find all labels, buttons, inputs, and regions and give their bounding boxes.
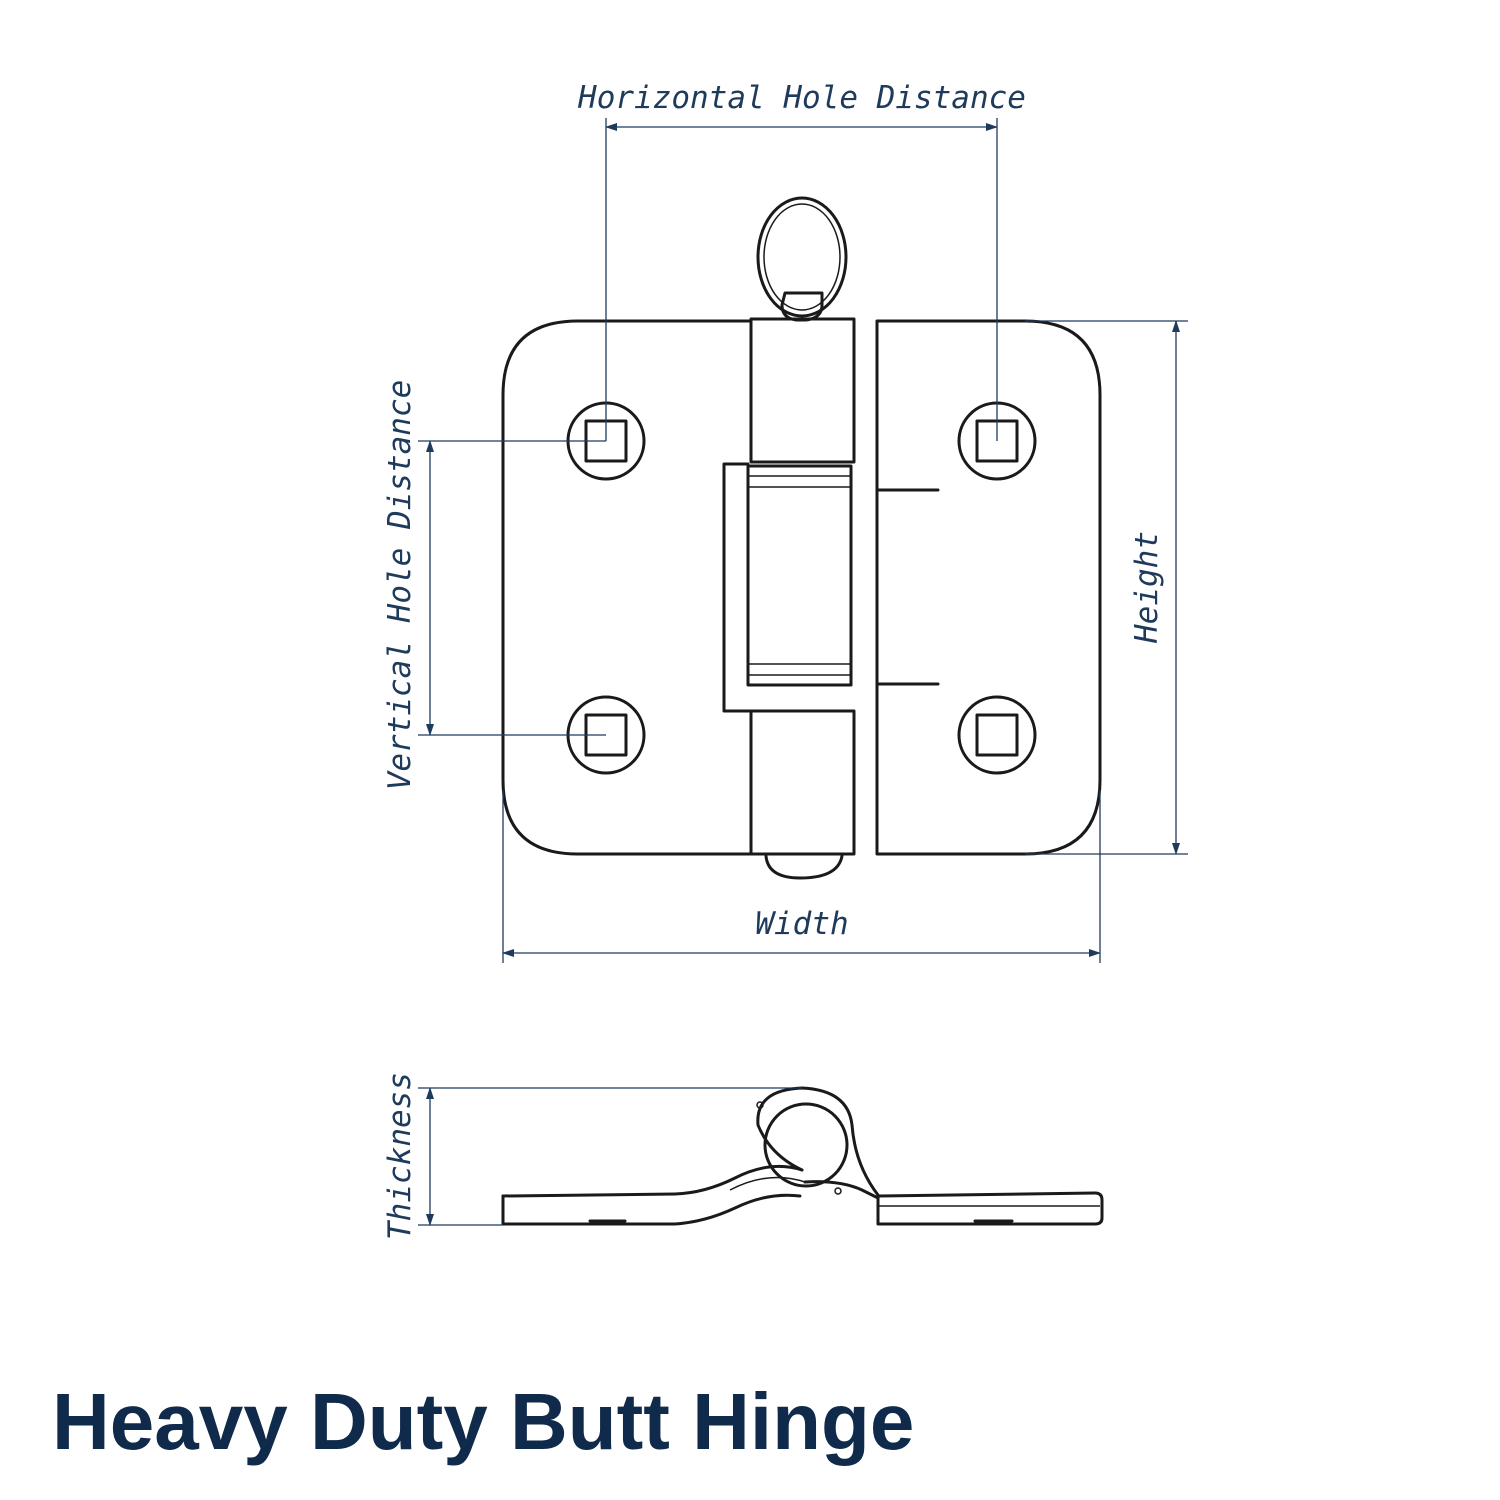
hinge-side-view — [501, 1086, 1104, 1226]
pin-end — [764, 854, 844, 880]
horizontal-hole-distance-label: Horizontal Hole Distance — [577, 80, 1026, 116]
height-label: Height — [1129, 531, 1165, 644]
dimension-height: Height — [1025, 320, 1188, 855]
knuckle-middle — [746, 464, 853, 687]
knuckle-bottom — [749, 709, 856, 856]
leaf-flap — [722, 462, 757, 713]
knuckle-top — [749, 317, 856, 464]
vertical-hole-distance-label: Vertical Hole Distance — [382, 380, 418, 791]
dimension-thickness: Thickness — [382, 1072, 802, 1240]
side-right-leaf — [876, 1191, 1104, 1226]
page-title: Heavy Duty Butt Hinge — [52, 1377, 915, 1466]
width-label: Width — [755, 906, 848, 942]
dimension-width: Width — [502, 790, 1101, 963]
pin-head — [780, 291, 824, 322]
dimension-horizontal-hole-distance: Horizontal Hole Distance — [577, 80, 1026, 441]
right-leaf — [875, 319, 1102, 856]
pull-ring — [756, 196, 848, 318]
left-leaf — [501, 319, 752, 856]
hinge-front-view — [501, 196, 1102, 880]
thickness-label: Thickness — [382, 1072, 418, 1240]
side-left-leaf — [501, 1164, 804, 1198]
side-pin-circle — [763, 1102, 849, 1188]
side-knuckle — [756, 1086, 880, 1197]
mounting-hole-bottom-right — [957, 695, 1037, 775]
dimension-vertical-hole-distance: Vertical Hole Distance — [382, 380, 606, 791]
